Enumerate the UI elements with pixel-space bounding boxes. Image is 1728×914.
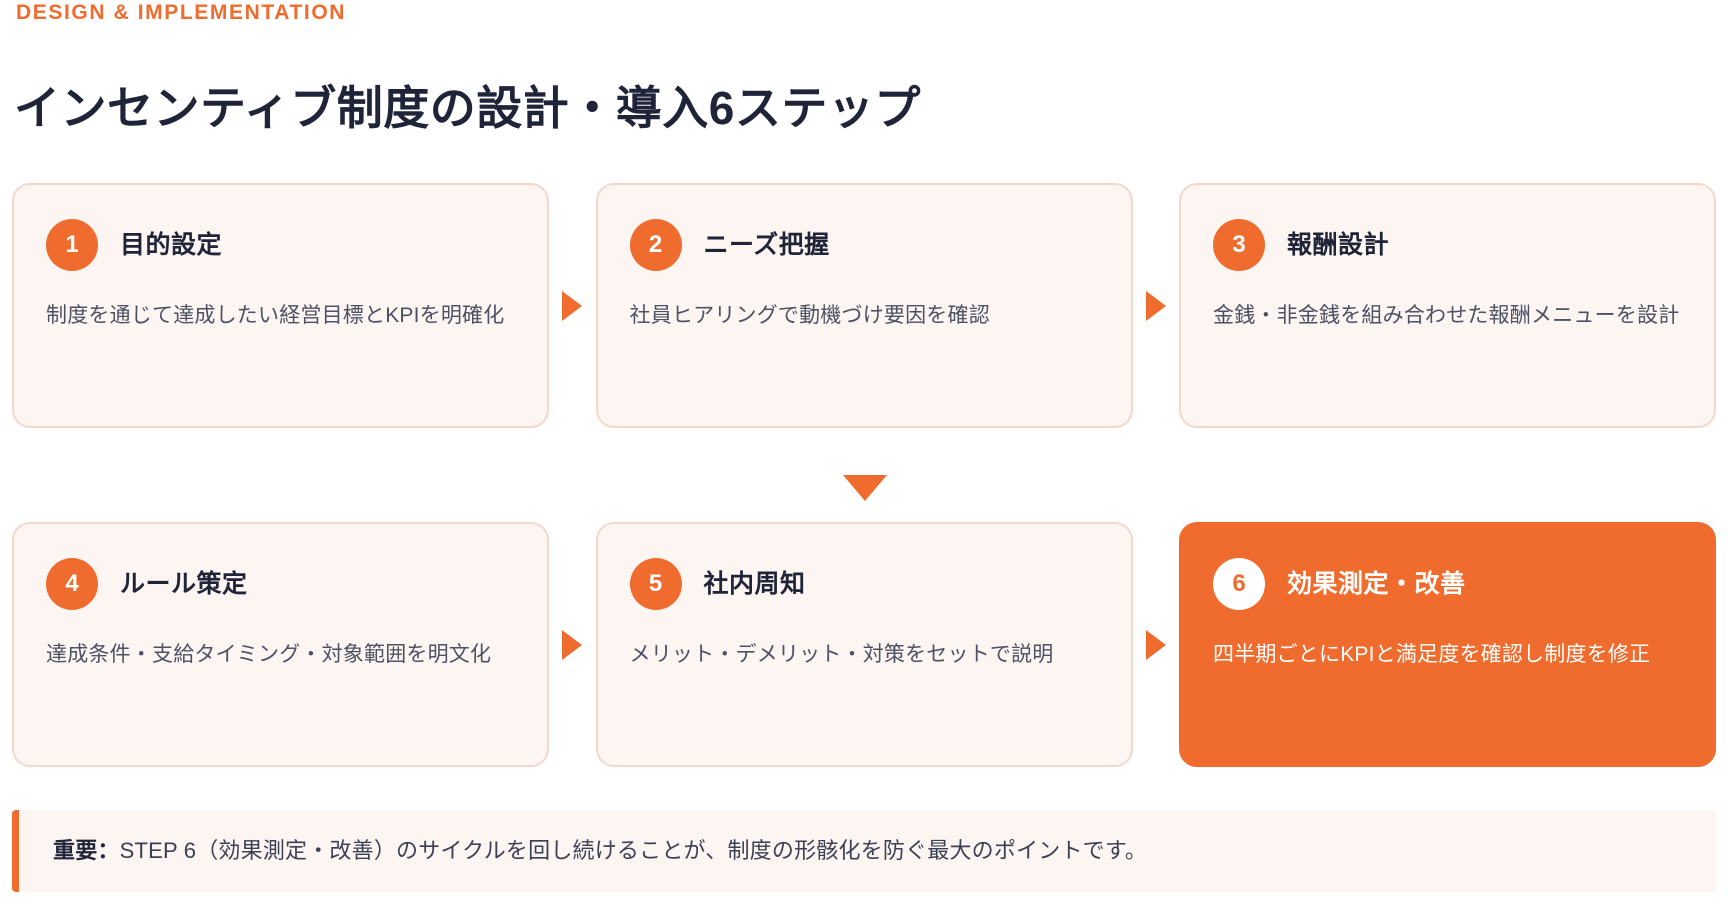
arrow-right-icon	[562, 290, 583, 321]
step-number-badge: 1	[46, 219, 98, 271]
step-card-1[interactable]: 1 目的設定 制度を通じて達成したい経営目標とKPIを明確化	[12, 183, 549, 428]
step-title: ニーズ把握	[703, 231, 830, 259]
connector-2-to-3	[1133, 183, 1180, 428]
arrow-down-icon	[843, 475, 887, 501]
callout-body: STEP 6（効果測定・改善）のサイクルを回し続けることが、制度の形骸化を防ぐ最…	[119, 838, 1148, 863]
step-card-3[interactable]: 3 報酬設計 金銭・非金銭を組み合わせた報酬メニューを設計	[1179, 183, 1716, 428]
step-description: 金銭・非金銭を組み合わせた報酬メニューを設計	[1213, 304, 1680, 327]
step-card-2[interactable]: 2 ニーズ把握 社員ヒアリングで動機づけ要因を確認	[595, 183, 1133, 428]
step-number-badge: 2	[629, 219, 682, 271]
step-title: 目的設定	[120, 231, 223, 259]
step-description: 社員ヒアリングで動機づけ要因を確認	[629, 304, 990, 327]
step-card-4[interactable]: 4 ルール策定 達成条件・支給タイミング・対象範囲を明文化	[12, 522, 549, 767]
step-title: 報酬設計	[1287, 231, 1390, 259]
step-number-badge: 6	[1213, 558, 1265, 610]
step-title: 社内周知	[703, 570, 806, 598]
step-title: ルール策定	[120, 570, 248, 598]
arrow-right-icon	[1145, 629, 1166, 660]
connector-4-to-5	[549, 522, 596, 767]
step-card-header: 4 ルール策定	[46, 558, 515, 610]
important-callout: 重要：STEP 6（効果測定・改善）のサイクルを回し続けることが、制度の形骸化を…	[12, 810, 1716, 892]
step-card-header: 6 効果測定・改善	[1213, 558, 1682, 610]
callout-text: 重要：STEP 6（効果測定・改善）のサイクルを回し続けることが、制度の形骸化を…	[53, 834, 1147, 868]
step-card-header: 5 社内周知	[629, 558, 1099, 610]
step-card-header: 1 目的設定	[46, 219, 515, 271]
connector-5-to-6	[1133, 522, 1180, 767]
step-number-badge: 5	[629, 558, 682, 610]
step-description: 四半期ごとにKPIと満足度を確認し制度を修正	[1213, 643, 1651, 666]
step-number-badge: 3	[1213, 219, 1265, 271]
page-title: インセンティブ制度の設計・導入6ステップ	[14, 81, 921, 134]
step-row-top: 1 目的設定 制度を通じて達成したい経営目標とKPIを明確化 2 ニーズ把握 社…	[12, 183, 1716, 428]
step-number-badge: 4	[46, 558, 98, 610]
callout-label: 重要：	[53, 838, 120, 863]
connector-1-to-2	[549, 183, 596, 428]
step-card-header: 2 ニーズ把握	[629, 219, 1099, 271]
step-row-bottom: 4 ルール策定 達成条件・支給タイミング・対象範囲を明文化 5 社内周知 メリッ…	[12, 522, 1716, 767]
step-card-5[interactable]: 5 社内周知 メリット・デメリット・対策をセットで説明	[595, 522, 1133, 767]
step-description: メリット・デメリット・対策をセットで説明	[629, 643, 1054, 666]
step-card-header: 3 報酬設計	[1213, 219, 1682, 271]
step-description: 制度を通じて達成したい経営目標とKPIを明確化	[46, 304, 505, 327]
arrow-right-icon	[562, 629, 583, 660]
step-description: 達成条件・支給タイミング・対象範囲を明文化	[46, 643, 492, 666]
arrow-right-icon	[1145, 290, 1166, 321]
step-card-6[interactable]: 6 効果測定・改善 四半期ごとにKPIと満足度を確認し制度を修正	[1179, 522, 1716, 767]
step-title: 効果測定・改善	[1287, 570, 1466, 598]
eyebrow-label: DESIGN & IMPLEMENTATION	[16, 1, 347, 24]
